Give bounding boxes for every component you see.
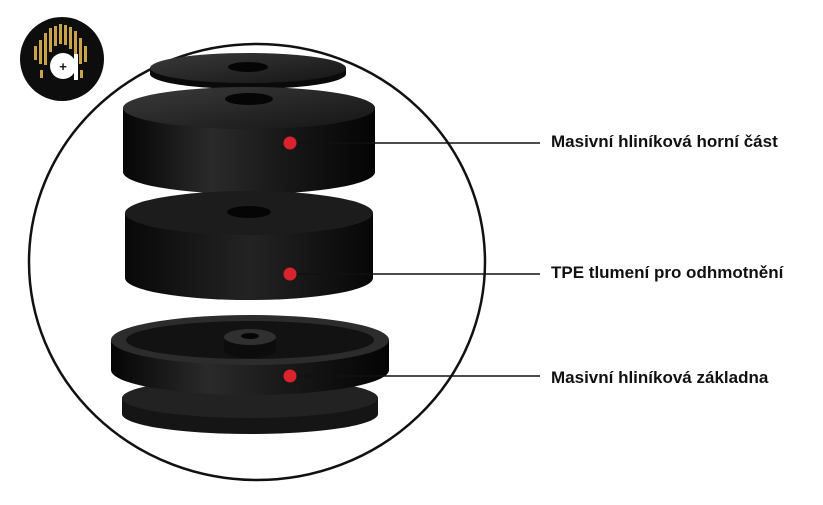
svg-text:+: + — [59, 59, 67, 74]
brand-logo-icon: + — [20, 17, 104, 101]
marker-dot-top — [283, 136, 297, 150]
top-washer — [150, 53, 346, 89]
aluminum-base — [111, 315, 389, 395]
tpe-damping-part — [125, 191, 373, 300]
callout-label-base: Masivní hliníková základna — [551, 368, 769, 387]
marker-dot-bot — [283, 369, 297, 383]
callout-label-top-part: Masivní hliníková horní část — [551, 132, 778, 151]
callout-label-tpe-damping: TPE tlumení pro odhmotnění — [551, 263, 784, 282]
marker-dot-mid — [283, 267, 297, 281]
upper-aluminum-part — [123, 87, 375, 194]
enclosing-circle — [27, 42, 487, 482]
